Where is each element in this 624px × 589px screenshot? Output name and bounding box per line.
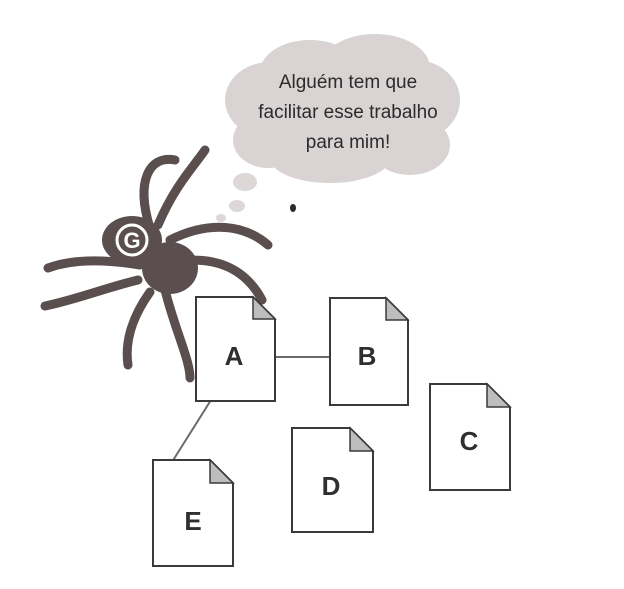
doc-a: A [195, 295, 277, 402]
thought-bubble: Alguém tem que facilitar esse trabalho p… [216, 34, 460, 222]
link-a-e [171, 399, 212, 463]
doc-b-label: B [358, 341, 377, 371]
thought-dot [229, 200, 245, 212]
doc-e-label: E [184, 506, 201, 536]
thought-dot [216, 214, 226, 222]
ink-dot [290, 204, 296, 212]
doc-e: E [152, 458, 235, 567]
links [171, 356, 330, 463]
spider-icon [40, 145, 273, 383]
doc-a-label: A [225, 341, 244, 371]
doc-c: C [429, 382, 512, 491]
doc-d: D [291, 426, 375, 533]
doc-b: B [329, 296, 410, 406]
spider-letter: G [123, 228, 140, 253]
bubble-line-2: facilitar esse trabalho [258, 102, 438, 123]
doc-c-label: C [460, 426, 479, 456]
doc-d-label: D [322, 471, 341, 501]
spider-body: G [102, 216, 198, 294]
thought-dot [233, 173, 257, 191]
bubble-line-1: Alguém tem que [279, 72, 417, 93]
bubble-line-3: para mim! [306, 132, 390, 153]
